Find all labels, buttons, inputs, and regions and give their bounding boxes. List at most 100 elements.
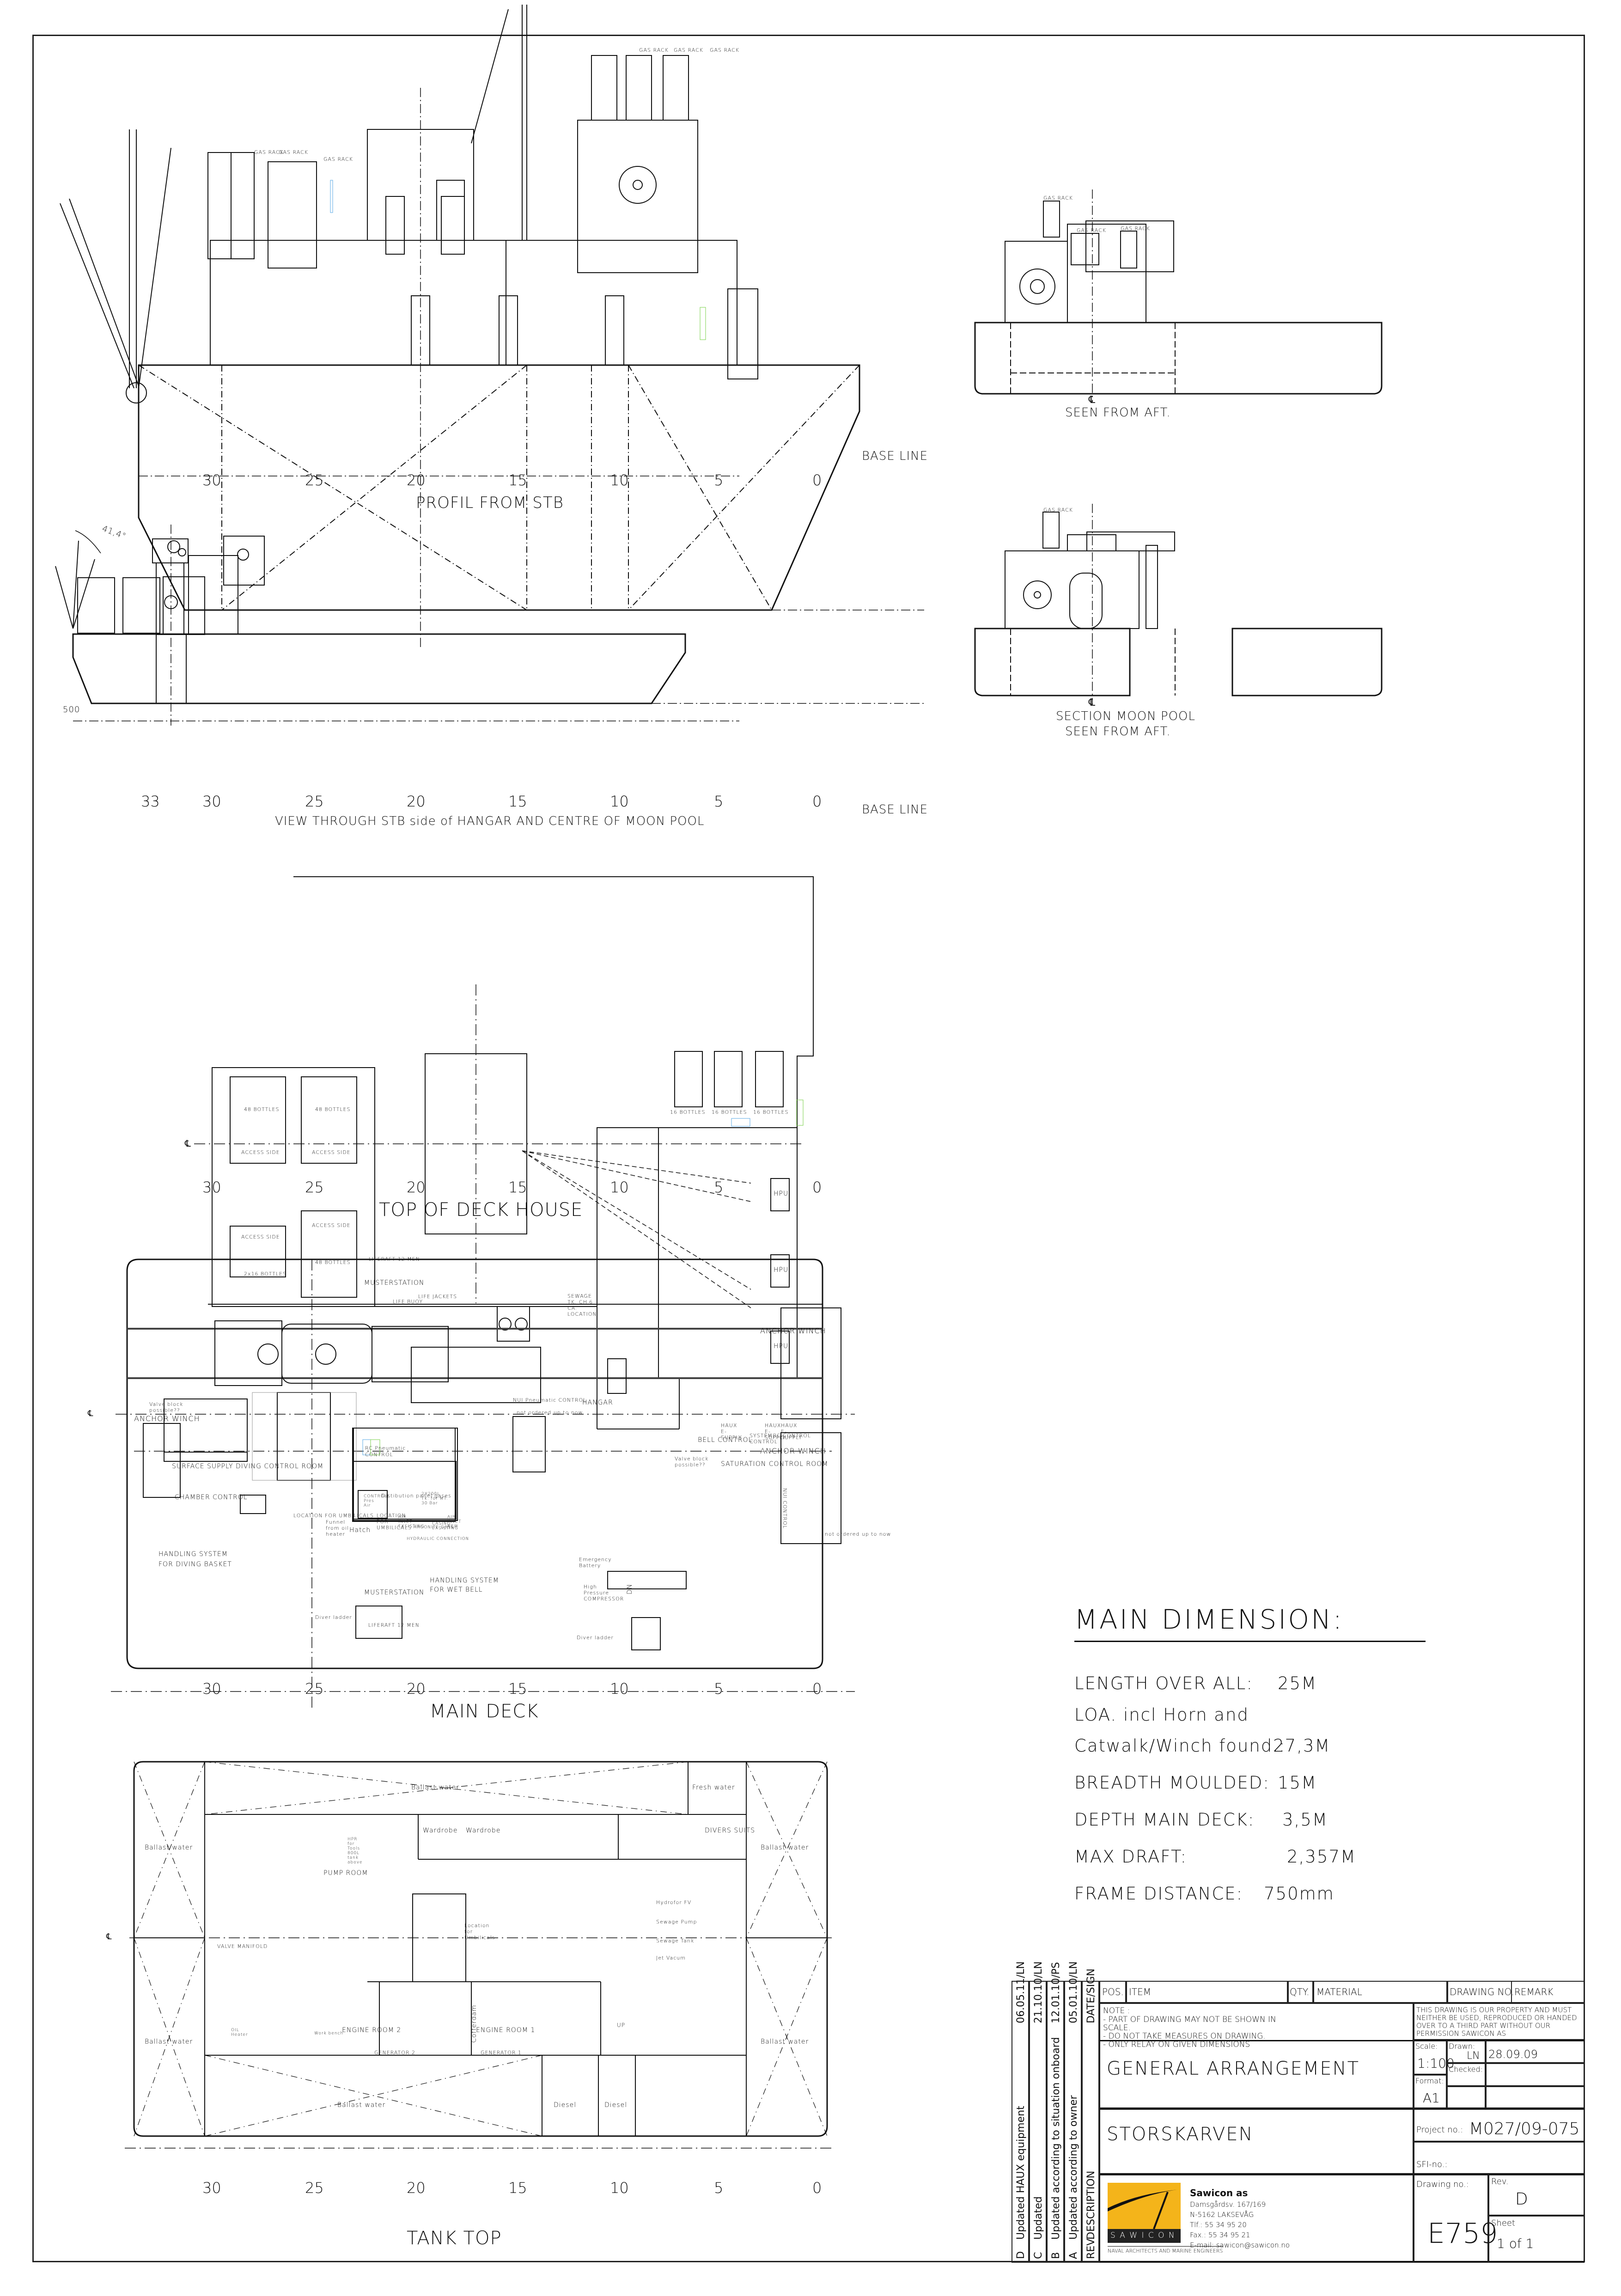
frame-number: 0 xyxy=(812,793,822,810)
gas-rack-label: GAS RACK xyxy=(639,47,669,53)
centerline-symbol: ℄ xyxy=(88,1409,94,1418)
dim-row: LOA. incl Horn and xyxy=(1074,1702,1426,1728)
anchor-winch-label: ANCHOR WINCH xyxy=(134,1414,200,1423)
work-bench-label: Work bench xyxy=(314,2031,344,2036)
engine-room-1-label: ENGINE ROOM 1 xyxy=(476,2027,536,2034)
frame-number: 5 xyxy=(714,2179,724,2197)
drawing-number: E759 xyxy=(1427,2217,1498,2250)
company-email: E-mail: sawicon@sawicon.no xyxy=(1190,2241,1290,2249)
sheet-value: 1 of 1 xyxy=(1497,2236,1534,2251)
rev-desc-header: DESCRIPTION xyxy=(1085,2171,1097,2240)
dim-row: BREADTH MOULDED:15M xyxy=(1074,1765,1426,1801)
engine-room-2-label: ENGINE ROOM 2 xyxy=(342,2027,402,2034)
company-tel: Tlf.: 55 34 95 20 xyxy=(1190,2221,1247,2229)
dist-panel-label: Distibution panel gases xyxy=(381,1493,451,1499)
rev-col-c xyxy=(1029,1981,1047,2263)
oil-heater-label: OIL Heater xyxy=(231,2028,248,2037)
frame-number: 15 xyxy=(508,2179,527,2197)
rev-col-header xyxy=(1082,1981,1099,2263)
ballast-label: Ballast water xyxy=(411,1784,460,1791)
gas-rack-label: GAS RACK xyxy=(1043,195,1073,201)
aft-drawing xyxy=(974,189,1383,402)
note-line: - PART OF DRAWING MAY NOT BE SHOWN IN xyxy=(1103,2015,1276,2024)
rev-date: 12.01.10/PS xyxy=(1050,1962,1062,2023)
chamber-control-label: CHAMBER CONTROL xyxy=(175,1494,248,1501)
aft-view: GAS RACK GAS RACK GAS RACK ℄ SEEN FROM A… xyxy=(970,185,1386,508)
logo-swoosh-icon xyxy=(1108,2190,1181,2243)
sfi-cell xyxy=(1414,2142,1584,2174)
nui-pneumatic-label: NUI Pneumatic CONTROL xyxy=(513,1397,587,1403)
gas-rack-label: GAS RACK xyxy=(710,47,739,53)
rev-description: Updated HAUX equipment xyxy=(1015,2106,1027,2240)
haux-supply-label: HAUX E-SUPPLY xyxy=(721,1423,742,1441)
rev-value: D xyxy=(1515,2190,1528,2209)
view-title-tank-top: TANK TOP xyxy=(407,2228,502,2249)
frame-number: 20 xyxy=(407,1179,426,1196)
rev-date: 05.01.10/LN xyxy=(1068,1961,1079,2023)
air-inlet-label: AIR INLET NEW xyxy=(447,1515,462,1529)
format-cell xyxy=(1414,2075,1447,2108)
ballast-label: Ballast water xyxy=(145,2038,193,2046)
generator-2-label: GENERATOR 2 xyxy=(374,2050,416,2056)
casing-label: CASING EXSISTING xyxy=(432,1521,458,1531)
rev-col-a xyxy=(1064,1981,1082,2263)
anchor-winch-label: ANCHOR WINCH xyxy=(760,1447,826,1455)
blank-cell xyxy=(1447,2086,1486,2108)
scale-cell xyxy=(1414,2040,1447,2075)
frame-number: 10 xyxy=(610,1680,629,1698)
blank-cell xyxy=(1486,2086,1584,2108)
dim-row: Catwalk/Winch found.:27,3M xyxy=(1074,1728,1426,1765)
bottles-label: 48 BOTTLES xyxy=(244,1106,280,1112)
note-line: NOTE : xyxy=(1103,2006,1130,2015)
sewage-tank-label: Sewage Tank xyxy=(656,1938,695,1944)
dn-label: DN xyxy=(626,1583,634,1594)
dim-value: 25M xyxy=(1278,1673,1317,1693)
property-line: PERMISSION SAWICON AS xyxy=(1416,2029,1506,2038)
rev-letter: C xyxy=(1033,2252,1044,2259)
profile-view: GAS RACK GAS RACK GAS RACK GAS RACK GAS … xyxy=(46,5,927,647)
frame-number: 20 xyxy=(407,793,426,810)
rev-letter: A xyxy=(1068,2252,1079,2259)
hatch-label: Hatch xyxy=(349,1527,371,1534)
tank-top-drawing xyxy=(125,1761,832,2149)
hpu-label: HPU xyxy=(774,1190,789,1197)
haux-supply-label: HAUX E-SUPPLY xyxy=(781,1423,802,1441)
tk-200-label: 2X200L Tk. for MT. 30 Bar xyxy=(421,1492,448,1506)
valve-block-label: possible?? xyxy=(149,1407,180,1413)
sheet-cell xyxy=(1488,2216,1584,2263)
base-line-label: BASE LINE xyxy=(862,803,928,817)
view-title-main-deck: MAIN DECK xyxy=(430,1701,539,1722)
jet-vacum-label: Jet Vacum xyxy=(656,1955,686,1961)
bell-control-label: BELL CONTROL xyxy=(698,1436,753,1444)
main-deck-drawing xyxy=(111,1258,855,1710)
note-line: - ONLY RELAY ON GIVEN DIMENSIONS xyxy=(1103,2040,1250,2049)
rev-letter: B xyxy=(1050,2252,1062,2259)
diver-ladder-label: Diver ladder xyxy=(577,1635,614,1641)
frame-number: 10 xyxy=(610,793,629,810)
frame-number: 20 xyxy=(407,2179,426,2197)
life-buoy-label: LIFE BUOY xyxy=(393,1299,423,1305)
property-line: OVER TO A THIRD PART WITHOUT OUR xyxy=(1416,2021,1551,2030)
dim-label: LENGTH OVER ALL: xyxy=(1074,1673,1253,1693)
property-line: NEITHER BE USED, REPRODUCED OR HANDED xyxy=(1416,2014,1577,2022)
view-title-moonpool-sub: SEEN FROM AFT. xyxy=(1065,725,1171,739)
dim-value: 3,5M xyxy=(1282,1810,1328,1830)
valve-manifold-label: VALVE MANIFOLD xyxy=(217,1943,268,1949)
nui-control-label: NUI CONTROL xyxy=(782,1488,788,1529)
sawicon-logo: S A W I C O N xyxy=(1108,2183,1181,2243)
gas-rack-label: GAS RACK xyxy=(1077,227,1106,233)
fresh-water-label: Fresh water xyxy=(692,1784,735,1791)
hp-compressor-label: High Pressure COMPRESSOR xyxy=(584,1584,624,1602)
moonpool-drawing xyxy=(974,504,1383,705)
bottles-label: 16 BOTTLES xyxy=(712,1109,747,1115)
rev-date: 06.05.11/LN xyxy=(1015,1961,1027,2023)
rev-cell xyxy=(1488,2174,1584,2216)
rev-description: Updated according to owner xyxy=(1068,2095,1079,2240)
frame-number: 30 xyxy=(202,1179,221,1196)
property-box xyxy=(1414,2003,1584,2040)
drawn-cell xyxy=(1447,2040,1486,2063)
sewage-pump-label: Sewage Pump xyxy=(656,1919,697,1925)
cofferdam-label: Cofferdam xyxy=(470,2004,478,2043)
rev-date: 21.10.10/LN xyxy=(1033,1961,1044,2023)
centerline-symbol: ℄ xyxy=(106,1932,112,1942)
